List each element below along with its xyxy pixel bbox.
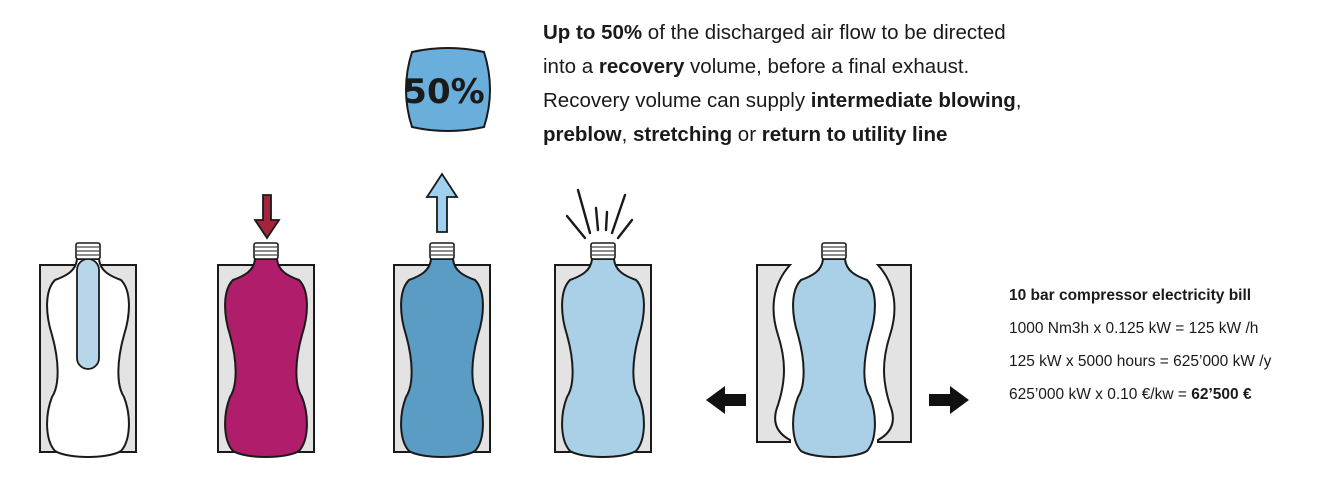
info-text: or <box>732 123 762 146</box>
bill-total: 62’500 € <box>1191 386 1252 403</box>
bottle-neck <box>429 242 455 260</box>
info-text: volume, before a final exhaust. <box>684 55 970 78</box>
info-text: , <box>1015 89 1022 112</box>
info-line-1: Up to 50% of the discharged air flow to … <box>543 16 1103 50</box>
stage-mold-open <box>756 242 912 458</box>
info-line-4: preblow, stretching or return to utility… <box>543 118 1103 152</box>
stage-recovery <box>393 242 491 458</box>
bill-line-2: 125 kW x 5000 hours = 625’000 kW /y <box>1009 353 1272 370</box>
bottle-neck <box>253 242 279 260</box>
badge-label: 50% <box>403 72 484 112</box>
info-bold-text: stretching <box>633 123 733 146</box>
info-text: of the discharged air flow to be directe… <box>642 21 1006 44</box>
bottle-body <box>561 258 645 458</box>
info-bold-text: return to utility line <box>761 123 948 146</box>
arrow-up-icon <box>425 172 459 233</box>
info-bold-text: Up to 50% <box>543 21 643 44</box>
bottle-neck <box>821 242 847 260</box>
info-text: into a <box>543 55 599 78</box>
info-bold-text: recovery <box>598 55 685 78</box>
bottle-neck <box>75 242 101 260</box>
info-line-3: Recovery volume can supply intermediate … <box>543 84 1103 118</box>
badge-shape <box>405 47 491 132</box>
info-line-2: into a recovery volume, before a final e… <box>543 50 1103 84</box>
bill-line-3-text: 625’000 kW x 0.10 €/kw = <box>1009 386 1192 403</box>
info-text: , <box>621 123 633 146</box>
info-bold-text: preblow <box>543 123 622 146</box>
stage-exhaust <box>554 242 652 458</box>
recovery-description: Up to 50% of the discharged air flow to … <box>543 16 1103 152</box>
exhaust-burst-icon <box>565 188 634 240</box>
bottle-body <box>792 258 876 458</box>
info-text: Recovery volume can supply <box>543 89 811 112</box>
bill-title: 10 bar compressor electricity bill <box>1009 287 1252 304</box>
arrow-right-icon <box>929 386 969 414</box>
arrow-down-icon <box>253 194 281 240</box>
mold-half-right <box>875 264 912 443</box>
bottle-neck <box>590 242 616 260</box>
electricity-bill-panel: 10 bar compressor electricity bill 1000 … <box>1009 279 1271 411</box>
mold-half-left <box>756 264 793 443</box>
bill-line-1: 1000 Nm3h x 0.125 kW = 125 kW /h <box>1009 320 1259 337</box>
bottle-body <box>224 258 308 458</box>
stage-preform <box>39 242 137 458</box>
bill-line-3: 625’000 kW x 0.10 €/kw = 62’500 € <box>1009 378 1271 411</box>
bottle-body <box>400 258 484 458</box>
fifty-percent-badge: 50% <box>403 47 491 132</box>
preform <box>76 258 100 370</box>
arrow-left-icon <box>706 386 746 414</box>
stage-blowing <box>217 242 315 458</box>
info-bold-text: intermediate blowing <box>810 89 1016 112</box>
